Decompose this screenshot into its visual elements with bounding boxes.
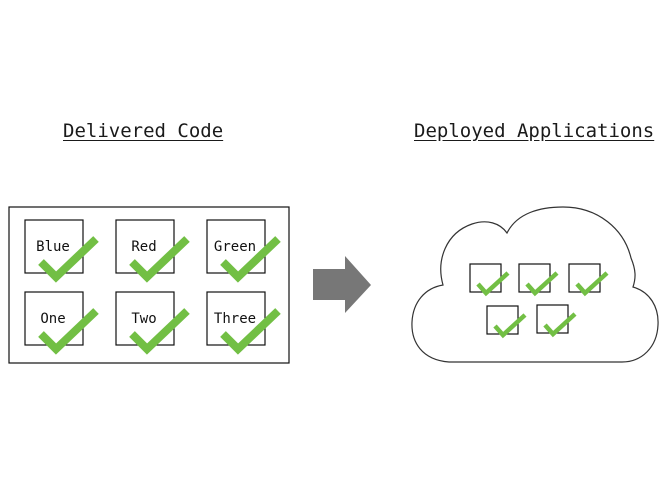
check-icon [525, 271, 559, 297]
check-icon [220, 236, 281, 283]
deployed-app [536, 304, 577, 338]
deployed-app [469, 263, 510, 297]
check-icon [220, 308, 281, 355]
module-label: Two [131, 311, 156, 327]
module-label: Blue [36, 239, 70, 255]
check-icon [575, 271, 609, 297]
check-icon [129, 308, 190, 355]
deployed-app [568, 263, 609, 297]
check-icon [543, 312, 577, 338]
module-label: One [40, 311, 65, 327]
deployed-app [518, 263, 559, 297]
module-box: Two [115, 291, 190, 355]
deployed-app-frame [536, 304, 569, 334]
deployed-app-frame [568, 263, 601, 293]
check-icon [38, 236, 99, 283]
check-icon [38, 308, 99, 355]
check-icon [493, 313, 527, 339]
module-box: Three [206, 291, 281, 355]
module-label: Three [214, 311, 256, 327]
deployed-applications-heading: Deployed Applications [414, 120, 655, 142]
module-label: Red [131, 239, 156, 255]
module-box: Blue [24, 219, 99, 283]
right-arrow-icon [313, 256, 371, 313]
deployed-app-frame [518, 263, 551, 293]
deployed-app [486, 305, 527, 339]
check-icon [129, 236, 190, 283]
delivered-code-heading: Delivered Code [63, 120, 224, 142]
module-box: Red [115, 219, 190, 283]
module-label: Green [214, 239, 256, 255]
module-box: Green [206, 219, 281, 283]
check-icon [476, 271, 510, 297]
deployed-app-frame [469, 263, 502, 293]
deployed-app-frame [486, 305, 519, 335]
module-box: One [24, 291, 99, 355]
